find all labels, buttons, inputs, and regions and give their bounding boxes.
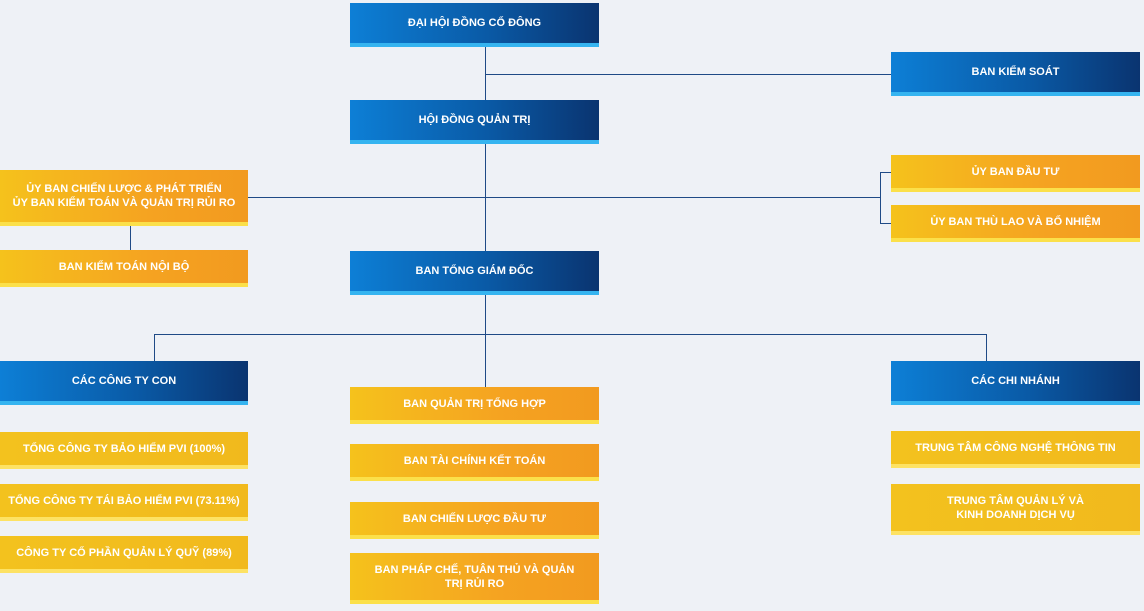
subsidiary-item: TỔNG CÔNG TY TÁI BẢO HIỂM PVI (73.11%) bbox=[0, 484, 248, 521]
remuneration-committee-box: ỦY BAN THÙ LAO VÀ BỔ NHIỆM bbox=[891, 205, 1140, 242]
branch-item: TRUNG TÂM CÔNG NGHỆ THÔNG TIN bbox=[891, 431, 1140, 468]
subsidiaries-header-label: CÁC CÔNG TY CON bbox=[71, 375, 177, 387]
investment-committee-box: ỦY BAN ĐẦU TƯ bbox=[891, 155, 1140, 192]
strategy-audit-committee-box: ỦY BAN CHIẾN LƯỢC & PHÁT TRIỂN ỦY BAN KI… bbox=[0, 170, 248, 226]
subsidiaries-header-box: CÁC CÔNG TY CON bbox=[0, 361, 248, 405]
branches-header-label: CÁC CHI NHÁNH bbox=[971, 375, 1060, 387]
subsidiary-item: CÔNG TY CỔ PHẦN QUẢN LÝ QUỸ (89%) bbox=[0, 536, 248, 573]
branch-label: TRUNG TÂM CÔNG NGHỆ THÔNG TIN bbox=[915, 441, 1116, 454]
connector-board-committees bbox=[248, 197, 881, 198]
connector-branches-vertical bbox=[986, 334, 987, 361]
subsidiary-label: TỔNG CÔNG TY TÁI BẢO HIỂM PVI (73.11%) bbox=[8, 494, 240, 507]
department-label: BAN TÀI CHÍNH KẾT TOÁN bbox=[403, 454, 546, 467]
subsidiary-item: TỔNG CÔNG TY BẢO HIỂM PVI (100%) bbox=[0, 432, 248, 469]
internal-audit-box: BAN KIỂM TOÁN NỘI BỘ bbox=[0, 250, 248, 287]
connector-to-supervisory-board bbox=[485, 74, 891, 75]
connector-right-bottom bbox=[880, 223, 891, 224]
shareholders-meeting-label: ĐẠI HỘI ĐỒNG CỔ ĐÔNG bbox=[407, 17, 542, 29]
department-item: BAN CHIẾN LƯỢC ĐẦU TƯ bbox=[350, 502, 599, 539]
strategy-committee-label: ỦY BAN CHIẾN LƯỢC & PHÁT TRIỂN bbox=[26, 183, 222, 195]
department-item: BAN QUẢN TRỊ TỔNG HỢP bbox=[350, 387, 599, 424]
supervisory-board-label: BAN KIỂM SOÁT bbox=[971, 66, 1060, 78]
branch-service-label-line2: KINH DOANH DỊCH VỤ bbox=[956, 508, 1075, 521]
subsidiary-label: TỔNG CÔNG TY BẢO HIỂM PVI (100%) bbox=[22, 442, 226, 455]
department-label: BAN CHIẾN LƯỢC ĐẦU TƯ bbox=[402, 512, 547, 525]
branches-header-box: CÁC CHI NHÁNH bbox=[891, 361, 1140, 405]
department-legal-label-line2: TRỊ RỦI RO bbox=[444, 577, 505, 590]
branch-item: TRUNG TÂM QUẢN LÝ VÀ KINH DOANH DỊCH VỤ bbox=[891, 484, 1140, 535]
connector-subsidiaries-vertical bbox=[154, 334, 155, 361]
executive-board-label: BAN TỔNG GIÁM ĐỐC bbox=[415, 265, 534, 277]
supervisory-board-box: BAN KIỂM SOÁT bbox=[891, 52, 1140, 96]
connector-audit-vertical bbox=[130, 224, 131, 250]
connector-ceo-down bbox=[485, 295, 486, 387]
department-legal-label-line1: BAN PHÁP CHẾ, TUÂN THỦ VÀ QUẢN bbox=[374, 563, 575, 576]
department-item: BAN TÀI CHÍNH KẾT TOÁN bbox=[350, 444, 599, 481]
subsidiary-label: CÔNG TY CỔ PHẦN QUẢN LÝ QUỸ (89%) bbox=[16, 546, 232, 559]
executive-board-box: BAN TỔNG GIÁM ĐỐC bbox=[350, 251, 599, 295]
board-of-directors-label: HỘI ĐỒNG QUẢN TRỊ bbox=[418, 114, 531, 126]
connector-right-bracket bbox=[880, 172, 881, 224]
investment-committee-label: ỦY BAN ĐẦU TƯ bbox=[971, 165, 1060, 178]
connector-ceo-shareholders-to-board bbox=[485, 46, 486, 100]
shareholders-meeting-box: ĐẠI HỘI ĐỒNG CỔ ĐÔNG bbox=[350, 3, 599, 47]
remuneration-committee-label: ỦY BAN THÙ LAO VÀ BỔ NHIỆM bbox=[930, 215, 1101, 228]
branch-service-label-line1: TRUNG TÂM QUẢN LÝ VÀ bbox=[947, 494, 1084, 507]
board-of-directors-box: HỘI ĐỒNG QUẢN TRỊ bbox=[350, 100, 599, 144]
internal-audit-label: BAN KIỂM TOÁN NỘI BỘ bbox=[58, 260, 190, 273]
connector-ceo-horizontal bbox=[154, 334, 987, 335]
department-label: BAN QUẢN TRỊ TỔNG HỢP bbox=[403, 397, 546, 410]
department-item: BAN PHÁP CHẾ, TUÂN THỦ VÀ QUẢN TRỊ RỦI R… bbox=[350, 553, 599, 604]
connector-right-top bbox=[880, 172, 891, 173]
audit-risk-committee-label: ỦY BAN KIỂM TOÁN VÀ QUẢN TRỊ RỦI RO bbox=[12, 197, 236, 209]
